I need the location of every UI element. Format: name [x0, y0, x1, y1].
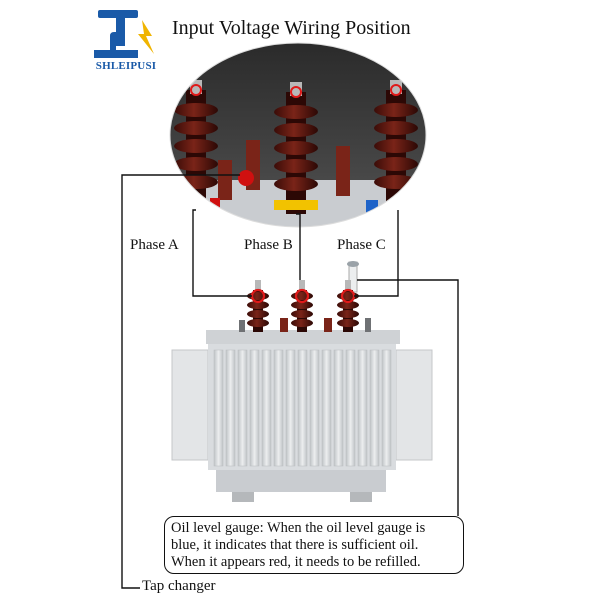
marker-ring-b	[294, 288, 310, 304]
hv-bushing-b	[291, 280, 313, 332]
radiator-fin	[261, 349, 272, 467]
radiator-fin	[345, 349, 356, 467]
radiator-fin	[249, 349, 260, 467]
oil-note-line-2: blue, it indicates that there is suffici…	[171, 537, 419, 553]
radiator-fin	[321, 349, 332, 467]
radiator-fin	[213, 349, 224, 467]
brand-name: SHLEIPUSI	[95, 60, 157, 72]
closeup-bushing-b	[274, 82, 318, 214]
shleipusi-logo-icon	[94, 10, 154, 58]
transformer-unit	[171, 261, 433, 502]
closeup-bushing-c	[366, 80, 418, 214]
radiator-fin	[369, 349, 380, 467]
radiator-fin	[381, 349, 392, 467]
radiator-fin	[357, 349, 368, 467]
label-phase-c: Phase C	[337, 237, 386, 253]
radiator-fin	[309, 349, 320, 467]
radiator-fin	[285, 349, 296, 467]
radiator-fin	[225, 349, 236, 467]
oil-level-note: Oil level gauge: When the oil level gaug…	[164, 516, 464, 574]
radiator-fin	[297, 349, 308, 467]
hv-bushing-a	[247, 280, 269, 332]
page-title: Input Voltage Wiring Position	[172, 17, 411, 39]
radiator-fin	[333, 349, 344, 467]
label-phase-a: Phase A	[130, 237, 179, 253]
leader-lines	[121, 174, 459, 589]
label-tap-changer: Tap changer	[142, 578, 216, 594]
label-phase-b: Phase B	[244, 237, 293, 253]
oil-note-line-1: Oil level gauge: When the oil level gaug…	[171, 520, 426, 536]
radiator-fin	[273, 349, 284, 467]
oil-note-line-3: When it appears red, it needs to be refi…	[171, 554, 421, 570]
radiator-fin	[237, 349, 248, 467]
